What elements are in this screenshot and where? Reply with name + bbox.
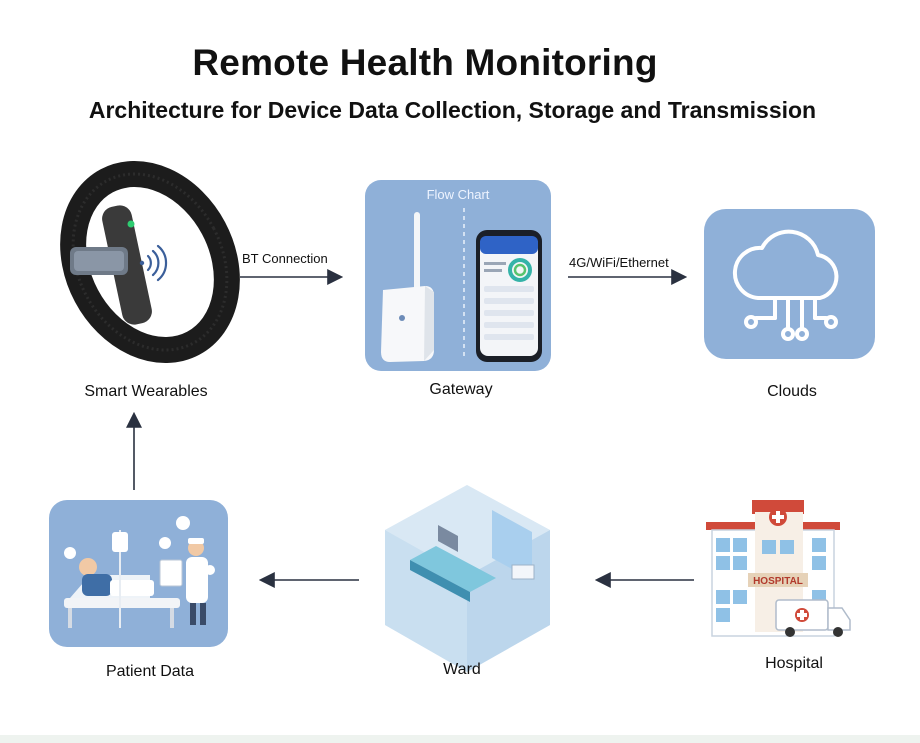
edge-label-bt: BT Connection: [242, 251, 328, 266]
node-label-wearables: Smart Wearables: [84, 383, 208, 400]
smartphone-icon: [476, 230, 542, 362]
page-subtitle: Architecture for Device Data Collection,…: [88, 97, 817, 123]
ambulance-icon: [775, 599, 851, 637]
ward-room-icon: [385, 485, 550, 672]
wristband-icon: [60, 161, 240, 363]
patient-bed-scene: [64, 530, 180, 628]
node-label-ward: Ward: [443, 661, 481, 678]
gateway-header: Flow Chart: [426, 187, 490, 202]
node-label-clouds: Clouds: [767, 383, 817, 400]
clouds-tile: [704, 209, 875, 359]
bottom-band: [0, 735, 920, 743]
cloud-network-icon: [732, 229, 839, 341]
chat-bubbles-icon: [64, 516, 215, 575]
node-label-gateway: Gateway: [429, 381, 493, 398]
node-label-patient: Patient Data: [105, 663, 195, 680]
doctor-icon: [159, 538, 208, 625]
patient-bed-icon: [410, 546, 496, 592]
page-title: Remote Health Monitoring: [192, 42, 658, 83]
hospital-sign: HOSPITAL: [753, 576, 803, 587]
node-label-hospital: Hospital: [765, 655, 823, 672]
edge-label-network: 4G/WiFi/Ethernet: [569, 255, 669, 270]
gateway-device-icon: [381, 212, 434, 362]
wifi-signal-icon: [139, 244, 168, 282]
